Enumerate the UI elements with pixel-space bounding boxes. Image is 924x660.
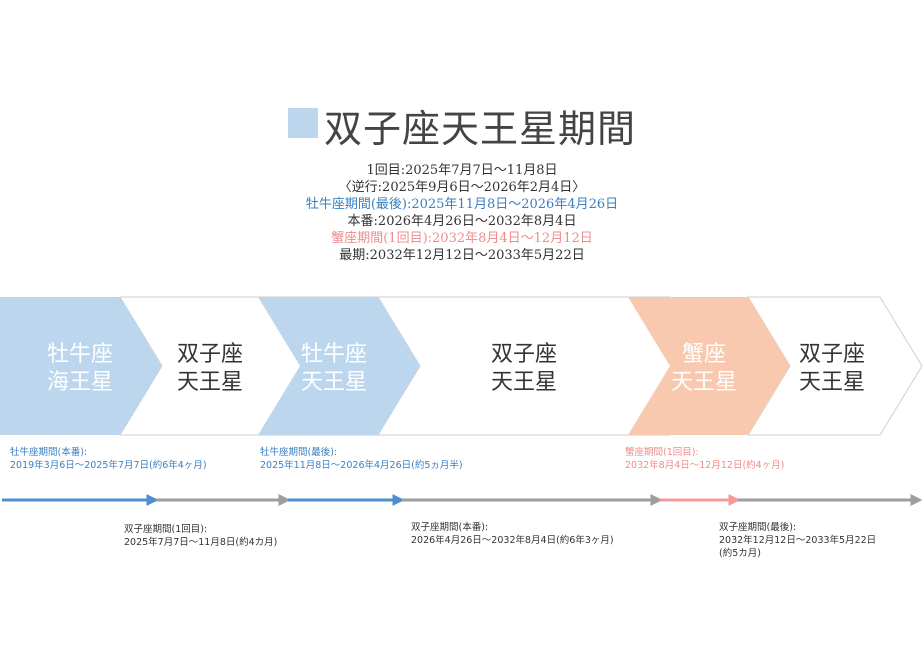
period-label-gemini-final: 双子座期間(最後): 2032年12月12日～2033年5月22日 (約5カ月) bbox=[719, 521, 876, 560]
info-line-retrograde: 〈逆行:2025年9月6日～2026年2月4日〉 bbox=[338, 180, 586, 195]
period-label-title: 牡牛座期間(最後): bbox=[260, 447, 338, 458]
period-label-title: 双子座期間(最後): bbox=[719, 522, 797, 533]
period-label-dates: 2026年4月26日～2032年8月4日(約6年3ヶ月) bbox=[411, 535, 614, 546]
info-line-taurus-last: 牡牛座期間(最後):2025年11月8日～2026年4月26日 bbox=[305, 197, 619, 212]
chevron-2-line2: 天王星 bbox=[301, 370, 367, 395]
period-label-dates: 2032年12月12日～2033年5月22日 bbox=[719, 535, 877, 546]
chevron-5-line1: 双子座 bbox=[799, 342, 865, 367]
period-label-duration: (約5カ月) bbox=[719, 548, 761, 559]
period-label-title: 双子座期間(1回目): bbox=[124, 524, 208, 535]
period-label-title: 牡牛座期間(本番): bbox=[10, 447, 88, 458]
chevron-4-line1: 蟹座 bbox=[682, 342, 726, 367]
diagram-title: 双子座天王星期間 bbox=[0, 98, 924, 153]
title-square-icon bbox=[287, 107, 318, 138]
chevron-1-line1: 双子座 bbox=[177, 342, 243, 367]
info-line-final-period: 最期:2032年12月12日～2033年5月22日 bbox=[339, 248, 585, 263]
chevron-1-line2: 天王星 bbox=[177, 370, 243, 395]
chevron-0-shape bbox=[0, 297, 162, 435]
period-label-taurus-main: 牡牛座期間(本番): 2019年3月6日～2025年7月7日(約6年4ヶ月) bbox=[10, 446, 207, 472]
period-label-title: 双子座期間(本番): bbox=[411, 522, 489, 533]
chevron-3-line2: 天王星 bbox=[491, 370, 557, 395]
info-line-first-period: 1回目:2025年7月7日～11月8日 bbox=[366, 163, 558, 178]
info-line-cancer-first: 蟹座期間(1回目):2032年8月4日～12月12日 bbox=[331, 231, 593, 246]
period-label-gemini-main: 双子座期間(本番): 2026年4月26日～2032年8月4日(約6年3ヶ月) bbox=[411, 521, 614, 547]
period-label-dates: 2025年7月7日～11月8日(約4カ月) bbox=[124, 537, 278, 548]
period-label-dates: 2025年11月8日～2026年4月26日(約5ヵ月半) bbox=[260, 460, 463, 471]
title-text: 双子座天王星期間 bbox=[323, 107, 636, 151]
period-label-dates: 2019年3月6日～2025年7月7日(約6年4ヶ月) bbox=[10, 460, 207, 471]
chevron-0-line2: 海王星 bbox=[47, 370, 113, 395]
info-line-main-period: 本番:2026年4月26日～2032年8月4日 bbox=[347, 214, 577, 229]
chevron-4-shape bbox=[628, 297, 790, 435]
chevron-5-line2: 天王星 bbox=[799, 370, 865, 395]
info-block: 1回目:2025年7月7日～11月8日 〈逆行:2025年9月6日～2026年2… bbox=[0, 162, 924, 264]
period-label-taurus-last: 牡牛座期間(最後): 2025年11月8日～2026年4月26日(約5ヵ月半) bbox=[260, 446, 463, 472]
chevron-3-line1: 双子座 bbox=[491, 342, 557, 367]
chevron-2-shape bbox=[258, 297, 420, 435]
period-label-gemini-first: 双子座期間(1回目): 2025年7月7日～11月8日(約4カ月) bbox=[124, 523, 277, 549]
chevron-4-line2: 天王星 bbox=[671, 370, 737, 395]
chevron-0-line1: 牡牛座 bbox=[47, 342, 113, 367]
chevron-2-line1: 牡牛座 bbox=[301, 342, 367, 367]
period-label-cancer-first: 蟹座期間(1回目): 2032年8月4日～12月12日(約4ヶ月) bbox=[625, 446, 784, 472]
period-label-title: 蟹座期間(1回目): bbox=[625, 447, 699, 458]
period-label-dates: 2032年8月4日～12月12日(約4ヶ月) bbox=[625, 460, 785, 471]
